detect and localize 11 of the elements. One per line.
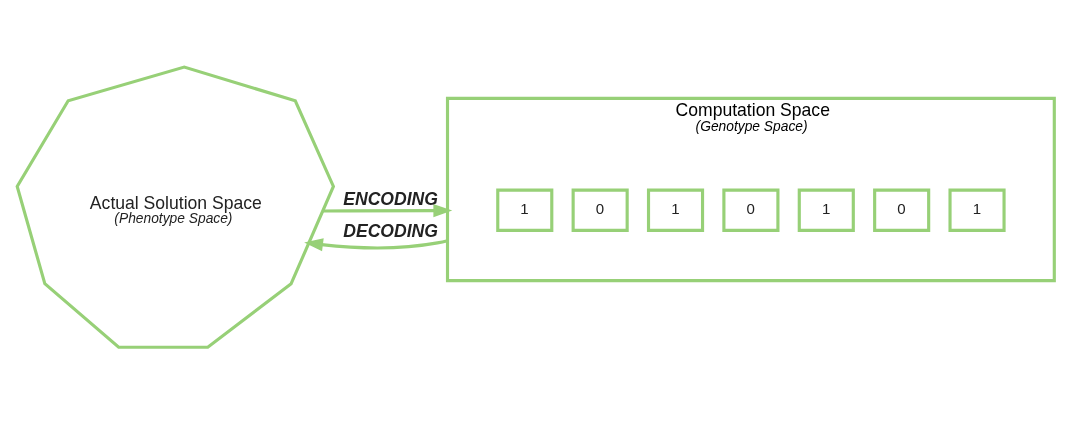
node-box: 1 (496, 188, 554, 232)
node-box: 1 (797, 188, 855, 232)
node-box: 0 (722, 188, 780, 232)
node-box: 0 (873, 188, 931, 232)
node-box: 0 (571, 188, 629, 232)
node-box: 1 (646, 188, 705, 232)
arrow (304, 237, 448, 251)
edge-label: DECODING (343, 220, 438, 241)
node-box: 1 (948, 188, 1006, 232)
edge-label: ENCODING (343, 188, 438, 209)
arrow (323, 203, 453, 217)
